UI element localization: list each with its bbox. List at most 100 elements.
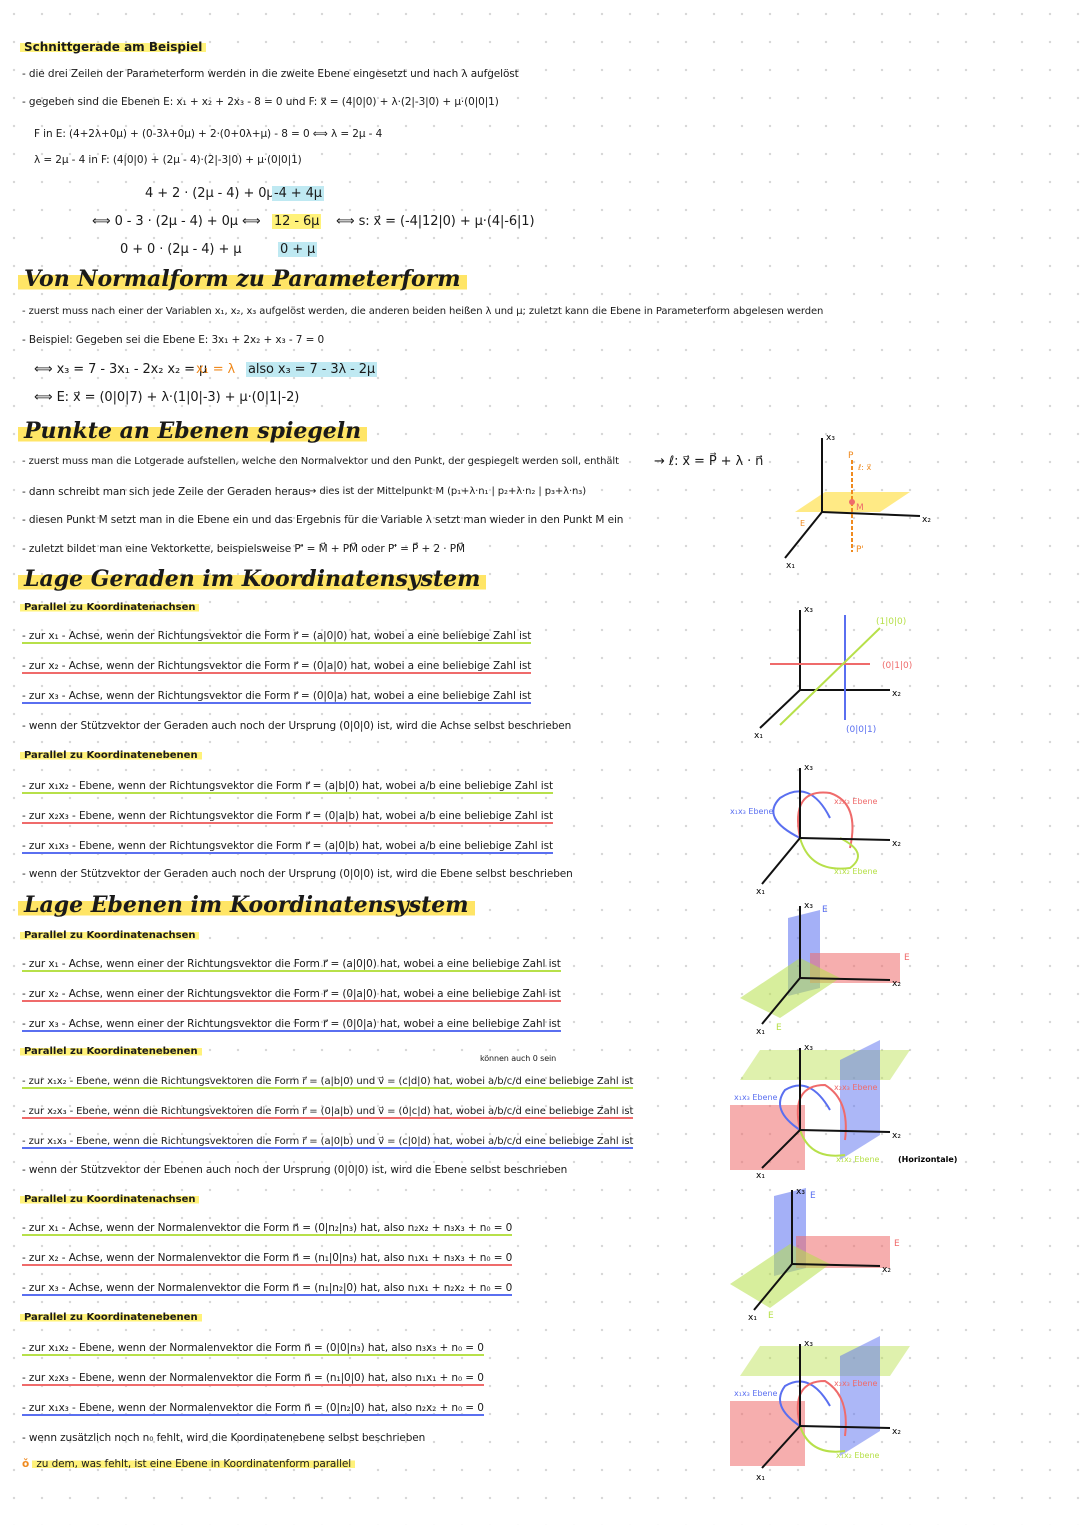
label-plane: x₁x₃ Ebene: [730, 807, 774, 816]
axis-x1: [759, 689, 801, 729]
text-line: λ = 2μ - 4 in F: (4|0|0) + (2μ - 4)·(2|-…: [34, 154, 302, 166]
label-x2: x₂: [882, 1265, 891, 1275]
label-x3: x₃: [796, 1187, 805, 1197]
label-plane: x₂x₃ Ebene: [834, 1083, 878, 1092]
label-x3: x₃: [804, 605, 813, 615]
curve: [796, 1083, 847, 1141]
label-x2: x₂: [892, 839, 901, 849]
math-row: ⟺ 0 - 3 · (2μ - 4) + 0μ ⟺: [92, 214, 261, 229]
label-x3: x₃: [804, 763, 813, 773]
label-plane: x₁x₃ Ebene: [734, 1389, 778, 1398]
label-x2: x₂: [892, 979, 901, 989]
axis-x2: [799, 1129, 891, 1133]
label-x3: x₃: [804, 901, 813, 911]
subheading: Parallel zu Koordinatenebenen: [20, 750, 202, 761]
normal-axes-figure: x₃ x₂ x₁ E E E: [730, 1187, 900, 1323]
label-e: E: [768, 1311, 774, 1321]
label-x1: x₁: [786, 561, 795, 570]
text-line: - zuerst muss man die Lotgerade aufstell…: [22, 456, 619, 467]
heading-ebenen: Lage Ebenen im Koordinatensystem: [18, 892, 475, 918]
curve: [779, 1380, 831, 1427]
text-line: - wenn der Stützvektor der Ebenen auch n…: [22, 1164, 568, 1176]
lines-axes-figure: x₃ x₂ x₁ (1|0|0) (0|1|0) (0|0|1): [754, 605, 912, 740]
label-e: E: [776, 1023, 782, 1033]
text-line: - wenn der Stützvektor der Geraden auch …: [22, 720, 572, 732]
label-x3: x₃: [804, 1043, 813, 1053]
plane-blue: [840, 1336, 880, 1456]
text-line: - zur x₂ - Achse, wenn der Normalenvekto…: [22, 1252, 513, 1266]
label-plane: x₂x₃ Ebene: [834, 1379, 878, 1388]
subheading: Parallel zu Koordinatenachsen: [20, 1194, 200, 1205]
mirror-figure: x₃ x₂ x₁ E M P P' ℓ: x⃗: [784, 433, 931, 570]
text-line: - zuerst muss nach einer der Variablen x…: [22, 306, 824, 317]
label-x1: x₁: [754, 731, 763, 740]
text-line: - diesen Punkt M setzt man in die Ebene …: [22, 514, 624, 526]
label-x1: x₁: [756, 887, 765, 897]
subheading: Parallel zu Koordinatenachsen: [20, 930, 200, 941]
text-line: - zur x₂x₃ - Ebene, wenn der Richtungsve…: [22, 810, 553, 824]
point-m: [849, 499, 855, 505]
text-line: also x₃ = 7 - 3λ - 2μ: [246, 362, 378, 377]
plane-blue: [840, 1040, 880, 1160]
lines-planes-figure: x₃ x₂ x₁ x₁x₃ Ebene x₂x₃ Ebene x₁x₂ Eben…: [730, 763, 901, 897]
text-line: - zur x₃ - Achse, wenn der Richtungsvekt…: [22, 690, 532, 704]
text-line: ⟺ x₃ = 7 - 3x₁ - 2x₂ x₂ = μ: [34, 362, 208, 377]
axis-x2: [799, 1425, 891, 1429]
label-plane: x₁x₃ Ebene: [734, 1093, 778, 1102]
text-line: → ℓ: x⃗ = P⃗ + λ · n⃗: [654, 454, 764, 469]
math-row: 0 + 0 · (2μ - 4) + μ: [120, 242, 242, 257]
curve: [779, 1084, 831, 1131]
label-plane: x₂x₃ Ebene: [834, 797, 878, 806]
label-vec: (0|0|1): [846, 725, 876, 735]
heading-geraden: Lage Geraden im Koordinatensystem: [18, 566, 487, 592]
text-line: - zur x₁ - Achse, wenn einer der Richtun…: [22, 958, 561, 972]
label-vec: (1|0|0): [876, 617, 906, 627]
label-e: E: [904, 953, 910, 963]
text-line: - zur x₁x₂ - Ebene, wenn der Richtungsve…: [22, 780, 553, 794]
text-line: - zur x₁x₂ - Ebene, wenn der Normalenvek…: [22, 1342, 484, 1356]
label-plane: x₁x₂ Ebene: [834, 867, 878, 876]
axis-x2: [821, 511, 921, 517]
plane-red: [730, 1105, 805, 1170]
label-x2: x₂: [892, 689, 901, 699]
text-line: - zur x₂ - Achse, wenn der Richtungsvekt…: [22, 660, 532, 674]
axis-x2: [799, 837, 891, 841]
text-line: x₁ = λ: [196, 362, 236, 377]
text-line: F in E: (4+2λ+0μ) + (0-3λ+0μ) + 2·(0+0λ+…: [34, 128, 383, 140]
text-line: - zur x₂x₃ - Ebene, wenn der Normalenvek…: [22, 1372, 484, 1386]
text-line: - zur x₂x₃ - Ebene, wenn die Richtungsve…: [22, 1106, 634, 1119]
text-line: - Beispiel: Gegeben sei die Ebene E: 3x₁…: [22, 334, 325, 346]
curve: [796, 1379, 847, 1437]
normal-planes-figure: x₃ x₂ x₁ x₁x₃ Ebene x₂x₃ Ebene x₁x₂ Eben…: [730, 1336, 910, 1483]
heading-normalform: Von Normalform zu Parameterform: [18, 266, 467, 292]
text-line: → dies ist der Mittelpunkt M (p₁+λ·n₁ | …: [308, 486, 586, 497]
label-x2: x₂: [922, 515, 931, 525]
label-x1: x₁: [756, 1473, 765, 1483]
label-p-prime: P': [856, 545, 864, 555]
math-row: 0 + μ: [278, 242, 318, 257]
heading-spiegeln: Punkte an Ebenen spiegeln: [18, 418, 368, 444]
label-e: E: [894, 1239, 900, 1249]
text-line: ⟺ E: x⃗ = (0|0|7) + λ·(1|0|-3) + μ·(0|1|…: [34, 390, 300, 405]
annotation-note: können auch 0 sein: [480, 1054, 557, 1063]
axis-x1: [784, 511, 823, 559]
axis-x1: [753, 1263, 793, 1311]
line-x1: [779, 627, 881, 726]
plane-red: [730, 1401, 805, 1466]
curve-x1x2: [799, 837, 859, 870]
text-line: - zur x₁x₂ - Ebene, wenn die Richtungsve…: [22, 1076, 634, 1089]
label-p: P: [848, 451, 854, 461]
plane-green: [740, 1346, 910, 1376]
text-line: - zur x₁ - Achse, wenn der Normalenvekto…: [22, 1222, 513, 1236]
math-row: 4 + 2 · (2μ - 4) + 0μ: [145, 186, 275, 201]
text-line: - zur x₁x₃ - Ebene, wenn der Normalenvek…: [22, 1402, 484, 1416]
label-plane: x₁x₂ Ebene: [836, 1155, 880, 1164]
final-note: ǒ zu dem, was fehlt, ist eine Ebene in K…: [22, 1458, 356, 1470]
label-x3: x₃: [826, 433, 835, 443]
text-line: - zur x₃ - Achse, wenn einer der Richtun…: [22, 1018, 561, 1032]
plane-green: [740, 1050, 910, 1080]
text-line: - zur x₁x₃ - Ebene, wenn die Richtungsve…: [22, 1136, 634, 1149]
text-line: - wenn zusätzlich noch n₀ fehlt, wird di…: [22, 1432, 426, 1444]
curve-x1x3: [772, 790, 831, 839]
axis-x1: [761, 977, 801, 1025]
